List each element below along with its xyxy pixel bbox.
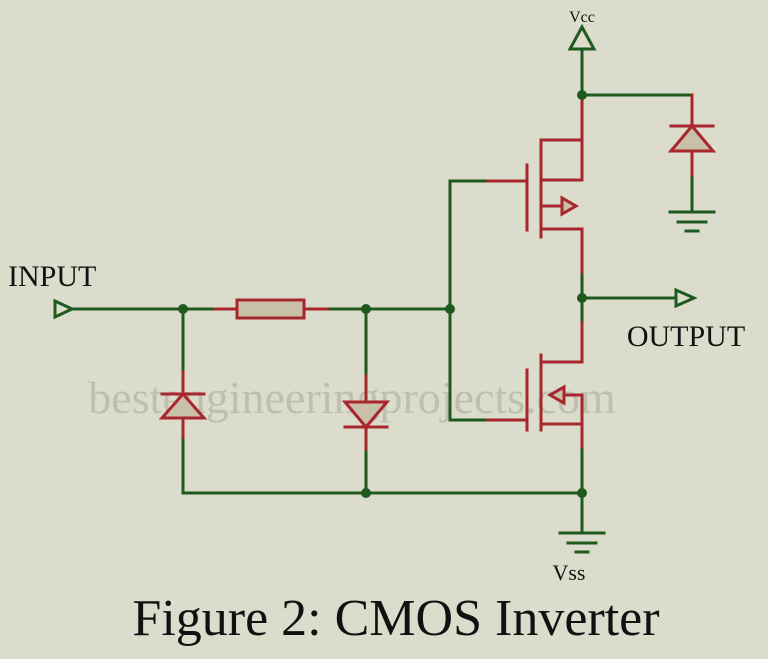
vss-ground-symbol xyxy=(558,531,606,554)
vss-label: Vss xyxy=(552,560,585,585)
input-clamp-diode-2 xyxy=(341,307,391,495)
output-net xyxy=(580,273,698,322)
input-clamp-diode-1 xyxy=(158,307,208,495)
junction-dot xyxy=(445,304,455,314)
gate-bus xyxy=(448,179,487,422)
vcc-label: Vcc xyxy=(569,9,595,26)
vss-bus xyxy=(181,448,584,535)
junction-dot xyxy=(361,304,371,314)
series-resistor xyxy=(213,298,332,320)
junction-dot xyxy=(577,90,587,100)
nmos-transistor xyxy=(483,318,584,452)
vcc-clamp-diode xyxy=(580,93,717,233)
figure-caption: Figure 2: CMOS Inverter xyxy=(132,590,659,647)
junction-dots xyxy=(178,90,587,498)
input-terminal xyxy=(53,298,217,320)
input-label: INPUT xyxy=(8,260,96,293)
pmos-transistor xyxy=(483,93,584,277)
diode-ground-symbol xyxy=(668,210,716,233)
junction-dot xyxy=(577,293,587,303)
junction-dot xyxy=(178,304,188,314)
junction-dot xyxy=(361,488,371,498)
vcc-terminal xyxy=(567,23,597,97)
junction-dot xyxy=(577,488,587,498)
output-label: OUTPUT xyxy=(627,320,745,353)
